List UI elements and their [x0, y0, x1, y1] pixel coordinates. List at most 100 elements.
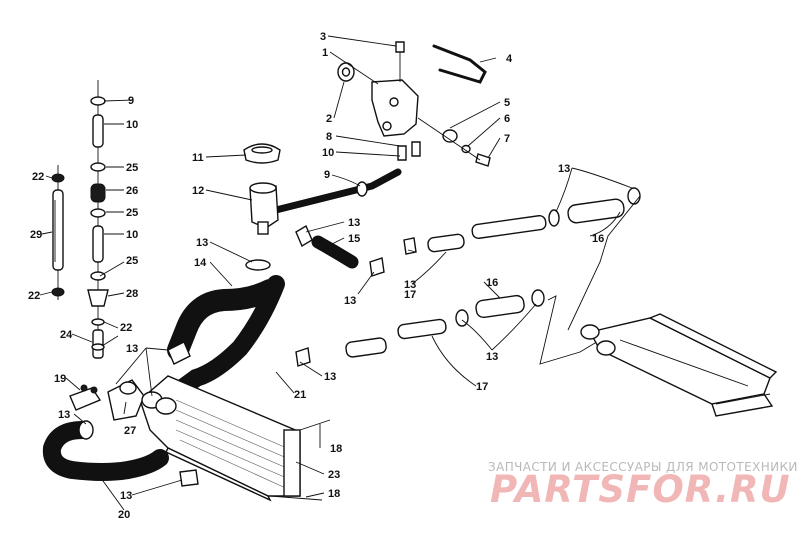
callout-4: 4 — [506, 53, 513, 65]
hose-14 — [168, 280, 280, 360]
upper-pipe-chain — [403, 187, 641, 255]
clamp-22-lower — [51, 287, 65, 297]
hose-15 — [313, 237, 357, 267]
fitting-8 — [397, 145, 407, 161]
callout-12: 12 — [192, 185, 204, 197]
clamp-13-lower-chain — [295, 347, 311, 367]
callout-16-lower: 16 — [486, 277, 498, 289]
callout-6: 6 — [504, 113, 510, 125]
callout-13-lower-chain: 13 — [486, 351, 498, 363]
callout-22-right: 22 — [120, 322, 132, 334]
callout-13-hose15: 13 — [348, 217, 360, 229]
callout-7: 7 — [504, 133, 510, 145]
boundary-lines — [539, 195, 641, 365]
washer-6 — [461, 144, 471, 154]
fitting-3 — [395, 41, 405, 53]
hose-10-lower — [92, 225, 104, 263]
callout-13-upper-chain: 13 — [404, 279, 416, 291]
callout-10-left-bottom: 10 — [126, 229, 138, 241]
clamp-13-pipe — [548, 209, 560, 227]
callout-25-top: 25 — [126, 162, 138, 174]
clamp-13-hose15 — [295, 224, 313, 248]
callout-10-center: 10 — [322, 147, 334, 159]
hose-16-upper — [567, 198, 625, 224]
filler-neck-assembly — [243, 143, 281, 235]
callout-11: 11 — [192, 152, 204, 164]
grommet-5 — [442, 129, 458, 143]
callout-13-top-right: 13 — [558, 163, 570, 175]
clamp-13-lower — [369, 257, 385, 277]
pipe-upper — [471, 214, 547, 240]
clamp-13-bottom — [179, 469, 199, 487]
left-tube-29-assembly — [51, 165, 65, 300]
watermark-brand: PARTSFOR.RU — [490, 468, 791, 511]
callout-28: 28 — [126, 288, 138, 300]
clamp-25-middle — [90, 208, 106, 218]
callout-13-hose14: 13 — [196, 237, 208, 249]
callout-13-pump: 13 — [126, 343, 138, 355]
callout-3: 3 — [320, 31, 326, 43]
callout-14: 14 — [194, 257, 207, 269]
callout-19: 19 — [54, 373, 66, 385]
top-bracket-assembly — [337, 41, 491, 167]
callout-13-bottom: 13 — [120, 490, 132, 502]
leader-lines — [39, 35, 633, 511]
clamp-22-right — [91, 318, 105, 326]
callout-22-upper: 22 — [32, 171, 44, 183]
watermark-tagline: ЗАПЧАСТИ И АКСЕССУАРЫ ДЛЯ МОТОТЕХНИКИ — [488, 460, 798, 474]
callout-9-left: 9 — [128, 95, 134, 107]
callout-18-upper: 18 — [330, 443, 342, 455]
callout-8: 8 — [326, 131, 332, 143]
callout-29: 29 — [30, 229, 42, 241]
lower-pipe-chain — [295, 289, 545, 367]
hose-17-upper — [427, 233, 465, 253]
screw-7 — [475, 153, 491, 167]
callout-17-lower: 17 — [476, 381, 488, 393]
callout-13-lower-left: 13 — [324, 371, 336, 383]
callout-10-left-top: 10 — [126, 119, 138, 131]
callout-1: 1 — [322, 47, 328, 59]
clamp-25-lower — [90, 271, 106, 281]
callout-labels: 9 10 25 26 25 10 25 28 22 24 22 29 22 19… — [28, 31, 604, 521]
hose-21 — [158, 276, 284, 408]
hose-20 — [44, 422, 168, 480]
clamp-25-upper — [90, 162, 106, 172]
callout-16-upper: 16 — [592, 233, 604, 245]
clamp-10 — [356, 181, 368, 197]
callout-18-lower: 18 — [328, 488, 340, 500]
heat-exchanger — [580, 313, 778, 417]
tube-29 — [52, 189, 64, 271]
callout-22-lower: 22 — [28, 290, 40, 302]
clamp-13-end — [627, 187, 641, 205]
callout-24: 24 — [60, 329, 73, 341]
left-vertical-assembly — [87, 80, 109, 359]
callout-15: 15 — [348, 233, 360, 245]
callout-26: 26 — [126, 185, 138, 197]
clamp-22-upper — [51, 173, 65, 183]
callout-20: 20 — [118, 509, 130, 521]
callout-13-mid: 13 — [344, 295, 356, 307]
valve-28 — [87, 289, 109, 307]
callout-5: 5 — [504, 97, 510, 109]
callout-17-upper: 17 — [404, 289, 416, 301]
hose-14-assembly — [167, 259, 281, 361]
callout-9-center: 9 — [324, 169, 330, 181]
callout-25-bottom: 25 — [126, 255, 138, 267]
callout-23: 23 — [328, 469, 340, 481]
callout-21: 21 — [294, 389, 306, 401]
hose-16-lower — [475, 294, 525, 319]
clamp-22-lower-right — [91, 343, 105, 351]
clamp-13-hose21 — [167, 341, 191, 365]
clamp-9 — [90, 96, 106, 106]
callout-27: 27 — [124, 425, 136, 437]
bracket-1 — [371, 79, 419, 137]
callout-25-middle: 25 — [126, 207, 138, 219]
hose-17-lower — [397, 318, 447, 340]
clamp-13-right — [531, 289, 545, 307]
pipe-lower-a — [345, 337, 387, 358]
radiator-23 — [139, 375, 331, 502]
clamp-13-hose14 — [245, 259, 271, 271]
connector-26 — [90, 183, 106, 203]
